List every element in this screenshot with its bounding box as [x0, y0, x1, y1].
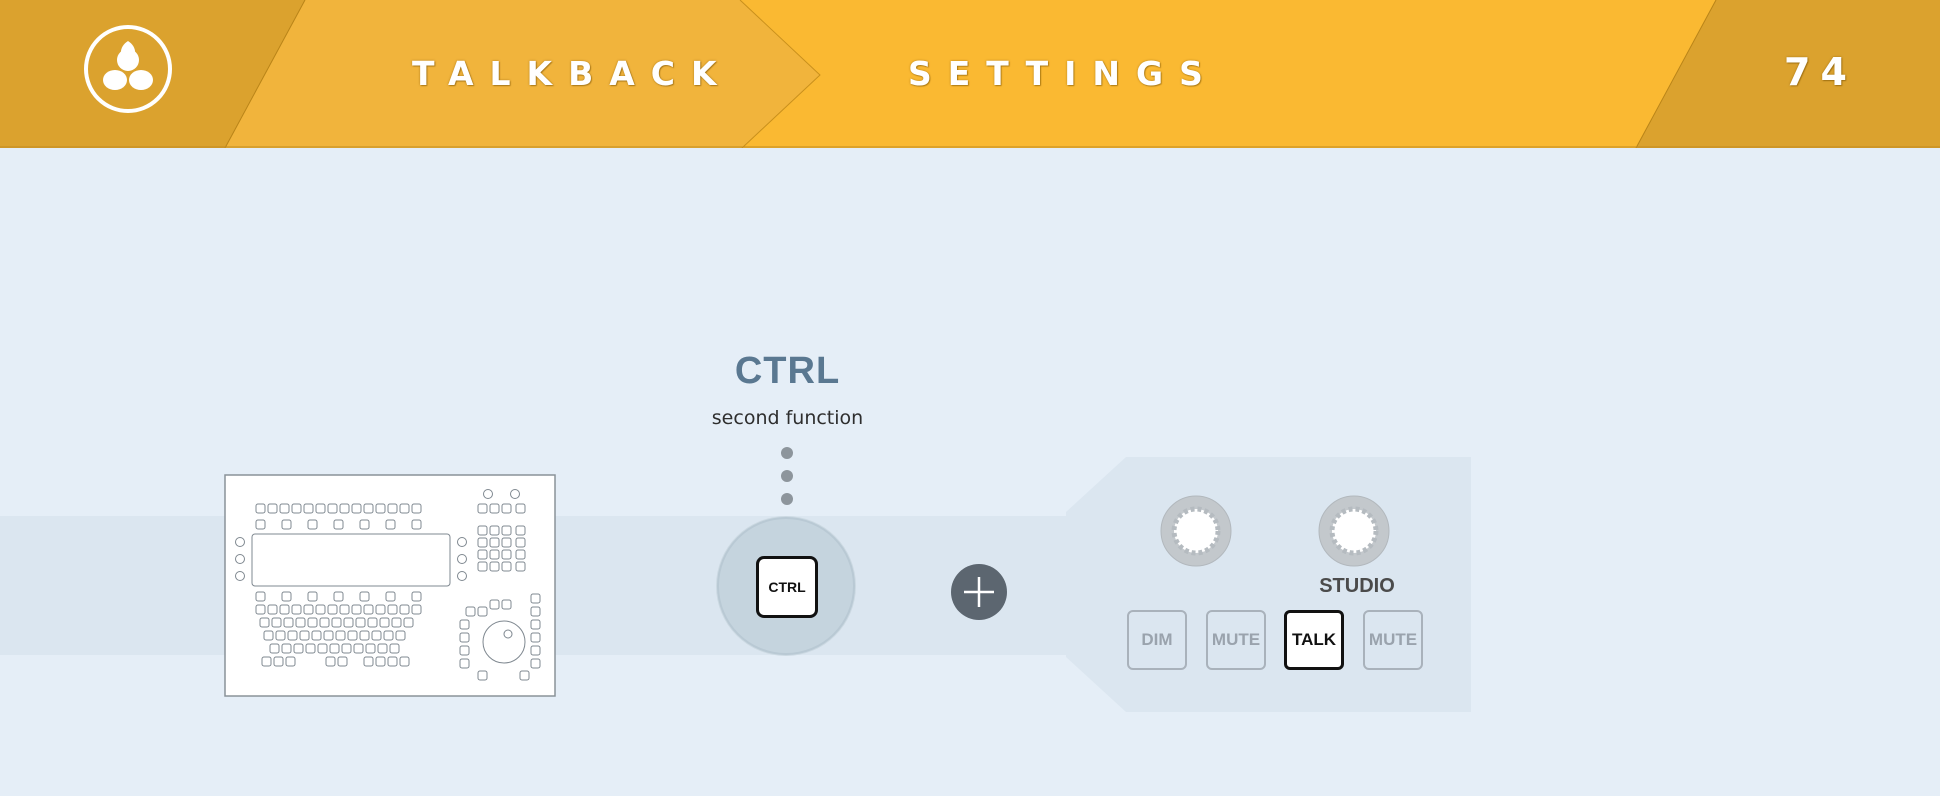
header-background	[0, 0, 1940, 148]
ctrl-subtitle: second function	[711, 407, 864, 429]
studio-knob-right-icon[interactable]	[1318, 495, 1390, 567]
studio-label: STUDIO	[1319, 575, 1395, 597]
header-bar: TALKBACK SETTINGS 74	[0, 0, 1940, 148]
subsection-title[interactable]: SETTINGS	[908, 54, 1219, 93]
page-number: 74	[1784, 50, 1857, 94]
editor-keyboard-icon	[224, 474, 556, 697]
dim-button[interactable]: DIM	[1127, 610, 1187, 670]
resolve-logo-icon[interactable]	[83, 24, 173, 114]
talk-button[interactable]: TALK	[1284, 610, 1344, 670]
ctrl-key[interactable]: CTRL	[756, 556, 818, 618]
mute-button-2[interactable]: MUTE	[1363, 610, 1423, 670]
studio-knob-left-icon[interactable]	[1160, 495, 1232, 567]
ctrl-title: CTRL	[734, 350, 841, 392]
section-title[interactable]: TALKBACK	[412, 54, 733, 93]
plus-icon	[951, 564, 1007, 620]
connector-dots-icon	[781, 447, 793, 505]
mute-button-1[interactable]: MUTE	[1206, 610, 1266, 670]
